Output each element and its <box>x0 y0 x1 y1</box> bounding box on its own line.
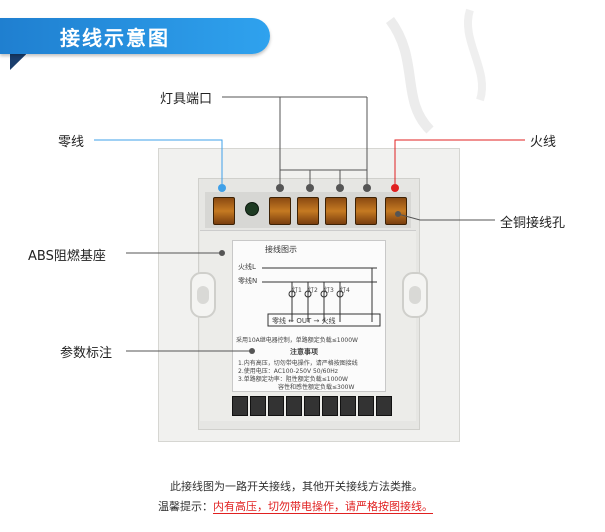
label-lamp-port: 灯具端口 <box>160 92 213 107</box>
sticker-neutral-label: 零线N <box>238 277 258 285</box>
label-live: 火线 <box>530 135 557 150</box>
bottom-terminal <box>322 396 338 416</box>
wiring-sticker <box>232 240 386 392</box>
sticker-note-3: 3.单路额定功率：阻性额定负载≤1000W <box>238 376 348 383</box>
label-params: 参数标注 <box>60 346 113 361</box>
sticker-wiring-diagram <box>262 267 381 327</box>
caption-line-1: 此接线图为一路开关接线，其他开关接线方法类推。 <box>170 480 423 493</box>
indicator-led <box>245 202 259 216</box>
terminal-lamp-3 <box>325 197 347 225</box>
bottom-terminal <box>304 396 320 416</box>
caption-warning: 内有高压，切勿带电操作，请严格按图接线。 <box>213 500 433 514</box>
sticker-title: 接线图示 <box>265 245 297 254</box>
banner-title: 接线示意图 <box>60 26 170 50</box>
bottom-terminal <box>340 396 356 416</box>
terminal-live <box>385 197 407 225</box>
sticker-notice-title: 注意事项 <box>290 348 318 356</box>
sticker-live-label: 火线L <box>238 263 256 271</box>
sticker-out-row: 零线 ← OUT → 火线 <box>272 317 336 325</box>
sticker-note-4: 容性和感性额定负载≤300W <box>278 384 355 391</box>
bottom-terminal <box>250 396 266 416</box>
sticker-spec: 采用10A继电器控制，单路额定负载≤1000W <box>236 337 358 344</box>
bottom-terminal <box>358 396 374 416</box>
terminal-lamp-2 <box>297 197 319 225</box>
sticker-lamp-2: 灯2 <box>308 287 318 294</box>
sticker-note-2: 2.使用电压：AC100-250V 50/60Hz <box>238 368 338 375</box>
label-abs-base: ABS阻燃基座 <box>28 249 106 264</box>
bottom-terminal <box>232 396 248 416</box>
terminal-lamp-1 <box>269 197 291 225</box>
bottom-terminal <box>286 396 302 416</box>
bottom-terminal <box>376 396 392 416</box>
terminal-lamp-4 <box>355 197 377 225</box>
bottom-terminal <box>268 396 284 416</box>
sticker-lamp-4: 灯4 <box>340 287 350 294</box>
mounting-slot-left <box>190 272 216 318</box>
background-figure <box>385 8 486 134</box>
sticker-lamp-1: 灯1 <box>292 287 302 294</box>
label-neutral: 零线 <box>58 135 85 150</box>
terminal-neutral <box>213 197 235 225</box>
sticker-lamp-3: 灯3 <box>324 287 334 294</box>
label-copper-hole: 全铜接线孔 <box>500 216 566 231</box>
mounting-slot-right <box>402 272 428 318</box>
sticker-note-1: 1.内有高压，切勿带电操作，请严格按图接线 <box>238 360 358 367</box>
terminal-block <box>205 192 411 228</box>
caption-prefix: 温馨提示： <box>158 500 213 513</box>
caption-line-2: 温馨提示：内有高压，切勿带电操作，请严格按图接线。 <box>158 498 433 514</box>
title-banner <box>0 18 270 54</box>
